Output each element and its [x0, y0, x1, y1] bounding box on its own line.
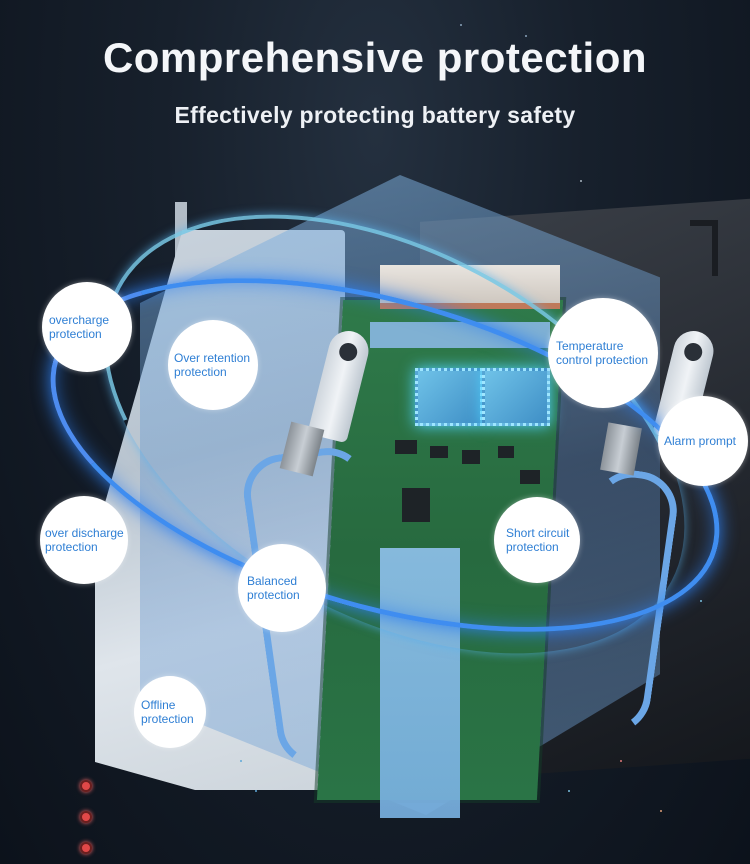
particle — [660, 810, 662, 812]
lower-heatsink — [380, 548, 460, 818]
particle — [568, 790, 570, 792]
led-icon — [80, 780, 92, 792]
badge-label: Temperature control protection — [556, 339, 649, 367]
board-connector — [380, 265, 560, 309]
badge-label: over discharge protection — [45, 526, 124, 554]
component — [430, 446, 448, 458]
badge-alarm-prompt: Alarm prompt — [658, 396, 748, 486]
component — [395, 440, 417, 454]
page-title: Comprehensive protection — [102, 34, 648, 81]
led-icon — [80, 811, 92, 823]
badge-offline-protection: Offline protection — [134, 676, 206, 748]
badge-short-circuit-protection: Short circuit protection — [494, 497, 580, 583]
badge-temperature-control-protection: Temperature control protection — [548, 298, 658, 408]
badge-balanced-protection: Balanced protection — [238, 544, 326, 632]
badge-label: overcharge protection — [49, 313, 110, 341]
badge-over-discharge-protection: over discharge protection — [40, 496, 128, 584]
particle — [580, 180, 582, 182]
vent-icon — [690, 220, 718, 276]
badge-over-retention-protection: Over retention protection — [168, 320, 258, 410]
led-icon — [80, 842, 92, 854]
particle — [700, 600, 702, 602]
badge-label: Balanced protection — [247, 574, 300, 602]
particle — [240, 760, 242, 762]
top-heatsink-strip — [370, 322, 550, 348]
badge-label: Offline protection — [141, 698, 194, 726]
page-subtitle: Effectively protecting battery safety — [174, 102, 576, 128]
component — [498, 446, 514, 458]
particle — [525, 35, 527, 37]
badge-label: Short circuit protection — [506, 526, 570, 554]
particle — [255, 790, 257, 792]
inductor — [402, 488, 430, 522]
badge-label: Alarm prompt — [664, 434, 737, 448]
component — [462, 450, 480, 464]
particle — [620, 760, 622, 762]
indicator-leds — [80, 780, 92, 864]
particle — [460, 24, 462, 26]
chip-icon — [482, 368, 550, 426]
badge-overcharge-protection: overcharge protection — [42, 282, 132, 372]
component — [520, 470, 540, 484]
chip-icon — [415, 368, 483, 426]
badge-label: Over retention protection — [174, 351, 251, 379]
